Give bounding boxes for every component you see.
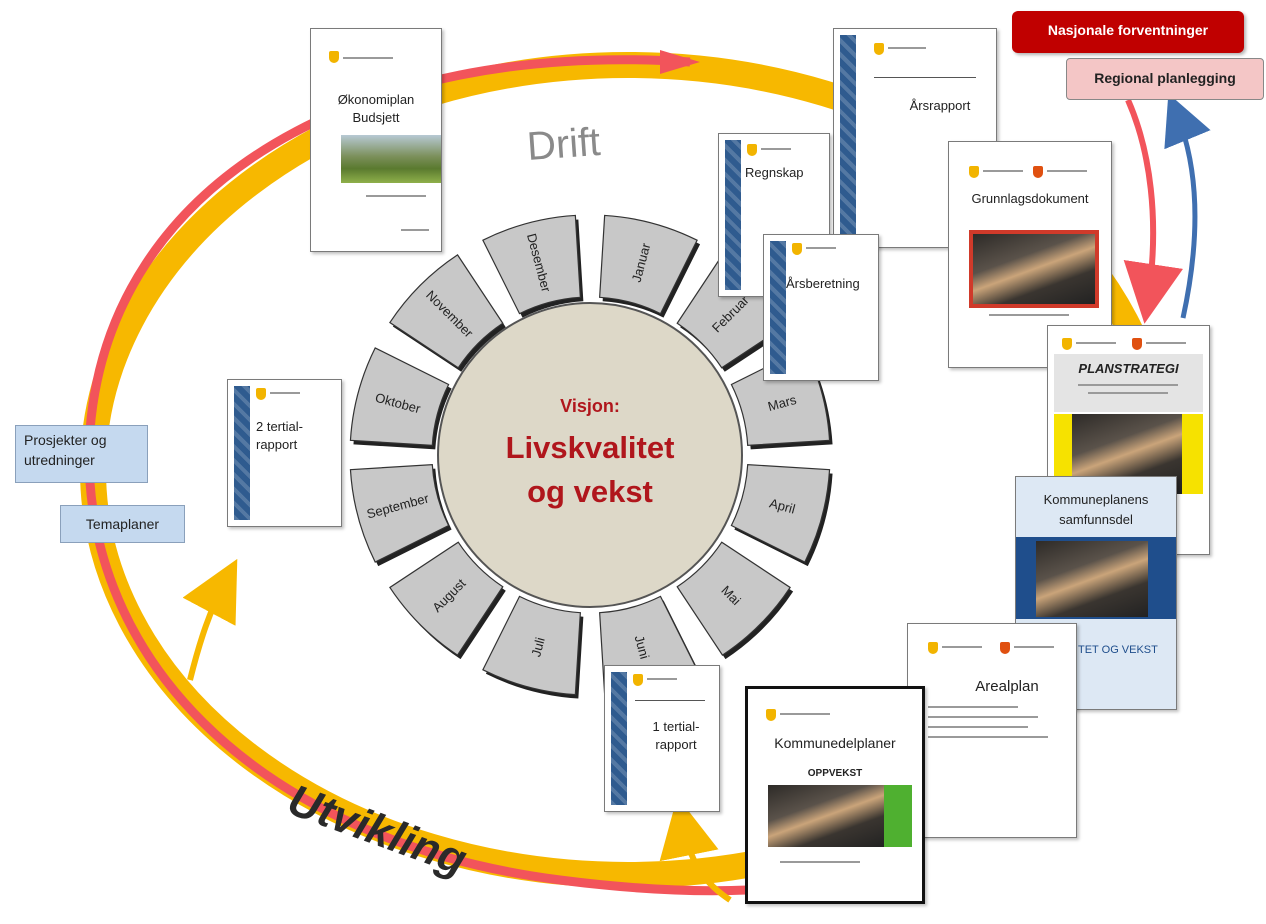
arealplan-title: Arealplan	[975, 678, 1039, 695]
month-segment-januar	[599, 214, 698, 315]
planstrategi-title: PLANSTRATEGI	[1078, 361, 1179, 376]
kommunedelplaner-subtitle: OPPVEKST	[807, 768, 863, 779]
drift-label: Drift	[526, 120, 602, 169]
arsberetning-title: Årsberetning	[786, 276, 860, 291]
prosjekter-box: Prosjekter og utredninger	[15, 425, 148, 483]
arealplan-document: Arealplan	[907, 623, 1077, 838]
grunnlagsdokument-photo	[969, 230, 1099, 308]
month-segment-desember	[482, 214, 581, 315]
month-segment-august	[389, 541, 504, 656]
kommunedelplaner-photo	[768, 785, 884, 847]
regional-planlegging-box: Regional planlegging	[1066, 58, 1264, 100]
tertial-1-document: 1 tertial- rapport	[604, 665, 720, 812]
okonomiplan-photo	[341, 135, 441, 183]
okonomiplan-document: Økonomiplan Budsjett	[310, 28, 442, 252]
tertial-2-document: 2 tertial- rapport	[227, 379, 342, 527]
grunnlagsdokument-title: Grunnlagsdokument	[971, 191, 1089, 206]
temaplaner-box: Temaplaner	[60, 505, 185, 543]
nasjonale-forventninger-box: Nasjonale forventninger	[1012, 11, 1244, 53]
regional-planlegging-text: Regional planlegging	[1094, 70, 1236, 86]
month-label-juli: Juli	[528, 636, 548, 659]
month-segment-september	[349, 464, 450, 563]
temaplaner-text: Temaplaner	[85, 516, 160, 532]
month-label-mars: Mars	[766, 392, 798, 414]
tertial-2-title-1: 2 tertial-	[256, 419, 303, 434]
regnskap-title: Regnskap	[745, 165, 804, 180]
month-segment-november	[389, 254, 504, 369]
kommunedelplaner-title: Kommunedelplaner	[774, 735, 896, 751]
samfunnsdel-photo	[1036, 541, 1148, 617]
kommunedelplaner-document: Kommunedelplaner OPPVEKST	[745, 686, 925, 904]
vision-line-2: og vekst	[527, 474, 653, 509]
month-label-april: April	[768, 495, 797, 516]
month-ring: JanuarFebruarMarsAprilMaiJuniJuliAugustS…	[349, 214, 833, 699]
month-segment-juli	[482, 595, 581, 696]
grunnlagsdokument-document: Grunnlagsdokument	[948, 141, 1112, 368]
month-label-juni: Juni	[632, 634, 653, 661]
month-segment-oktober	[349, 347, 450, 446]
regional-arrow	[1164, 93, 1211, 319]
tertial2-arrow	[182, 558, 238, 681]
tertial1-arrow	[659, 796, 732, 903]
prosjekter-text: Prosjekter og utredninger	[24, 432, 107, 468]
utvikling-arrow-head	[660, 50, 700, 74]
samfunnsdel-title-1: Kommuneplanens	[1043, 492, 1149, 507]
vision-label: Visjon:	[560, 396, 620, 416]
tertial-1-title-2: rapport	[655, 737, 697, 752]
vision-line-1: Livskvalitet	[506, 430, 675, 465]
tertial-2-title-2: rapport	[256, 437, 298, 452]
arsberetning-document: Årsberetning	[763, 234, 879, 381]
samfunnsdel-footer: TET OG VEKST	[1078, 644, 1158, 656]
okonomiplan-title-2: Budsjett	[352, 110, 400, 125]
nasjonale-forventninger-text: Nasjonale forventninger	[1047, 22, 1209, 38]
okonomiplan-title-1: Økonomiplan	[337, 92, 415, 107]
month-segment-april	[730, 464, 831, 563]
samfunnsdel-title-2: samfunnsdel	[1059, 512, 1133, 527]
nasjonale-arrow	[1123, 98, 1184, 324]
tertial-1-title-1: 1 tertial-	[652, 719, 700, 734]
month-segment-mai	[676, 541, 791, 656]
utvikling-label: Utvikling	[282, 775, 473, 885]
arsrapport-title: Årsrapport	[909, 98, 971, 113]
vision-circle	[437, 302, 743, 608]
